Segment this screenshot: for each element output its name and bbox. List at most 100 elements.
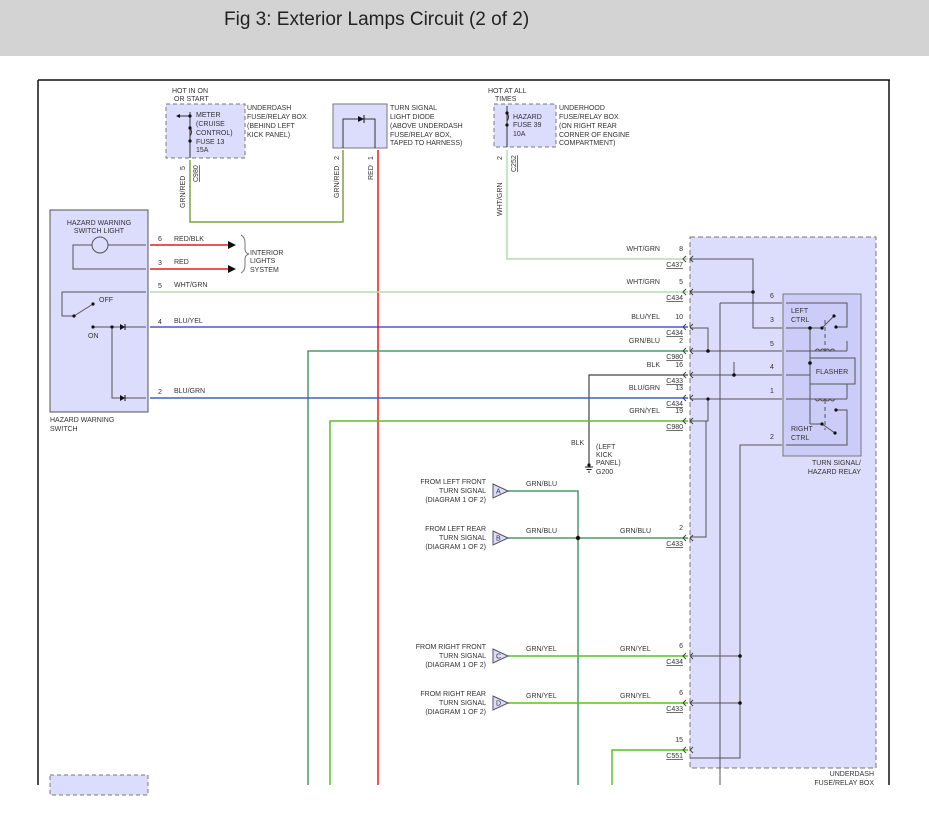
box-input-pin: 13 <box>675 385 683 392</box>
meter-hot-label-2: OR START <box>174 96 209 103</box>
box-input-connector: C434 <box>666 659 683 666</box>
signal-wire-label: GRN/BLU <box>526 481 557 488</box>
diode-pin-1: 1 <box>368 156 375 160</box>
meter-fuse-line-5: 15A <box>196 147 209 154</box>
hazard-location-5: COMPARTMENT) <box>559 140 616 147</box>
signal-wire-label-right: GRN/BLU <box>620 528 651 535</box>
box-input-connector: C437 <box>666 262 683 269</box>
offpage-connector-icon[interactable] <box>492 530 510 546</box>
turn-signal-diode-box <box>332 103 388 149</box>
box-input-pin: 15 <box>675 737 683 744</box>
connector-symbol <box>682 417 694 425</box>
hazard-pin: 2 <box>497 156 504 160</box>
signal-label: TURN SIGNAL <box>439 488 486 495</box>
relay-pin-1: 1 <box>770 388 774 395</box>
interior-lights-brace <box>240 234 250 274</box>
hazard-wire-label: WHT/GRN <box>497 183 504 216</box>
hazard-switch-box <box>49 209 149 413</box>
hazard-location-2: FUSE/RELAY BOX <box>559 114 619 121</box>
relay-pin-3: 3 <box>770 317 774 324</box>
signal-label: TURN SIGNAL <box>439 700 486 707</box>
box-input-connector: C433 <box>666 378 683 385</box>
wire-wht-grn-fuse <box>506 150 688 260</box>
connector-symbol <box>682 347 694 355</box>
connector-symbol <box>682 255 694 263</box>
hazard-connector: C252 <box>511 155 518 172</box>
offpage-connector-icon[interactable] <box>492 695 510 711</box>
relay-box-internal-wires <box>690 258 782 785</box>
connector-symbol <box>682 323 694 331</box>
box-junction-dots <box>706 290 755 705</box>
signal-letter: C <box>496 654 501 661</box>
left-ctrl-label-1: LEFT <box>791 308 809 315</box>
flasher-label: FLASHER <box>816 369 848 376</box>
signal-wire-label: GRN/YEL <box>526 646 557 653</box>
connector-symbol <box>682 371 694 379</box>
signal-wire-label: GRN/BLU <box>526 528 557 535</box>
diode-icon <box>358 116 364 122</box>
offpage-connector-icon[interactable] <box>492 483 510 499</box>
arrow-red-blk <box>228 241 236 249</box>
ground-id: G200 <box>596 469 613 476</box>
meter-hot-label-1: HOT IN ON <box>172 88 208 95</box>
wire-grn-blu-a <box>508 490 579 785</box>
meter-fuse-line-3: CONTROL) <box>196 130 233 137</box>
switch-wire-whtgrn: WHT/GRN <box>174 282 207 289</box>
signal-wire-label: GRN/YEL <box>526 693 557 700</box>
ground-location-3: PANEL) <box>596 460 621 467</box>
signal-label: FROM RIGHT FRONT <box>416 644 487 651</box>
hazard-hot-label-1: HOT AT ALL <box>488 88 527 95</box>
partial-component-box <box>49 774 149 796</box>
hazard-switch-name-1: HAZARD WARNING <box>50 417 114 424</box>
box-input-wire-label: GRN/BLU <box>629 338 660 345</box>
switch-wire-bluyel: BLU/YEL <box>174 318 203 325</box>
box-input-pin: 6 <box>679 690 683 697</box>
signal-wire-label-right: GRN/YEL <box>620 646 651 653</box>
meter-location-2: FUSE/RELAY BOX <box>247 114 307 121</box>
hazard-location-4: CORNER OF ENGINE <box>559 132 630 139</box>
right-ctrl-label-1: RIGHT <box>791 426 814 433</box>
diode-location-1: TURN SIGNAL <box>390 105 437 112</box>
switch-wire-blugrn: BLU/GRN <box>174 388 205 395</box>
meter-fuse-line-2: (CRUISE <box>196 121 225 128</box>
offpage-connector-icon[interactable] <box>492 648 510 664</box>
connector-symbol <box>682 534 694 542</box>
meter-connector: C980 <box>193 165 200 182</box>
box-input-wire-label: WHT/GRN <box>627 246 660 253</box>
signal-label: (DIAGRAM 1 OF 2) <box>425 662 486 669</box>
diode-location-3: (ABOVE UNDERDASH <box>390 123 463 130</box>
diode-pin-2: 2 <box>334 156 341 160</box>
diode-location-2: LIGHT DIODE <box>390 114 435 121</box>
relay-pin-5: 5 <box>770 341 774 348</box>
interior-lights-label-2: LIGHTS <box>250 258 276 265</box>
hazard-location-1: UNDERHOOD <box>559 105 605 112</box>
signal-label: (DIAGRAM 1 OF 2) <box>425 544 486 551</box>
arrow-red <box>228 265 236 273</box>
relay-box-name-2: FUSE/RELAY BOX <box>814 780 874 787</box>
wire-grn-yel-c980 <box>329 420 688 785</box>
relay-pins: 6 3 5 4 1 2 <box>770 293 774 441</box>
diode-location-5: TAPED TO HARNESS) <box>390 140 462 147</box>
hazard-hot-label-2: TIMES <box>495 96 517 103</box>
switch-pin-2: 2 <box>158 389 162 396</box>
meter-pin: 5 <box>180 166 187 170</box>
box-input-connector: C433 <box>666 706 683 713</box>
switch-pin-6: 6 <box>158 236 162 243</box>
signal-label: FROM RIGHT REAR <box>420 691 486 698</box>
left-ctrl-label-2: CTRL <box>791 317 809 324</box>
signal-letter: D <box>496 701 501 708</box>
diode-wire-grnred: GRN/RED <box>334 166 341 198</box>
turn-relay-name-2: HAZARD RELAY <box>808 469 861 476</box>
relay-box-name-1: UNDERDASH <box>830 771 874 778</box>
relay-internals <box>786 302 848 446</box>
box-input-connector: C551 <box>666 753 683 760</box>
connector-symbol <box>682 652 694 660</box>
switch-wire-red: RED <box>174 259 189 266</box>
meter-fuse-line-1: METER <box>196 112 221 119</box>
